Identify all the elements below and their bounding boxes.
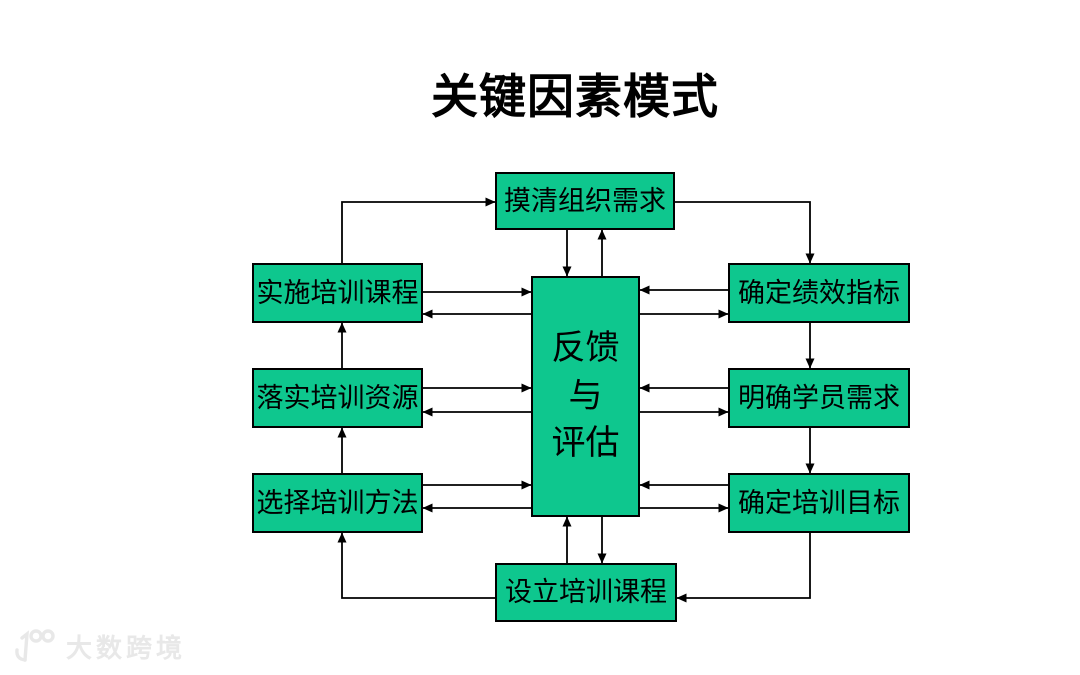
node-implement-training-course: 实施培训课程 xyxy=(252,263,423,323)
node-define-performance-indicators: 确定绩效指标 xyxy=(728,263,910,323)
arrow-orgneeds-to-kpi xyxy=(675,201,815,264)
node-define-training-goals: 确定培训目标 xyxy=(728,473,910,533)
node-clarify-trainee-needs: 明确学员需求 xyxy=(728,368,910,428)
node-identify-org-needs: 摸清组织需求 xyxy=(495,172,675,230)
arrow-setupcourse-to-methods xyxy=(337,532,495,599)
arrow-implement-to-orgneeds xyxy=(341,197,496,263)
center-line-1: 反馈 xyxy=(551,328,620,369)
node-select-training-methods: 选择培训方法 xyxy=(252,473,423,533)
node-setup-training-course: 设立培训课程 xyxy=(495,563,677,622)
node-secure-training-resources: 落实培训资源 xyxy=(252,368,423,428)
node-feedback-evaluation: 反馈 与 评估 xyxy=(531,276,640,517)
center-line-2: 与 xyxy=(568,375,603,416)
center-line-3: 评估 xyxy=(551,423,620,464)
arrow-goals-to-setupcourse xyxy=(676,533,811,603)
page-title: 关键因素模式 xyxy=(431,70,719,125)
watermark: 大数跨境 xyxy=(12,626,186,666)
watermark-text: 大数跨境 xyxy=(66,633,187,664)
brand-logo-icon xyxy=(15,629,55,662)
